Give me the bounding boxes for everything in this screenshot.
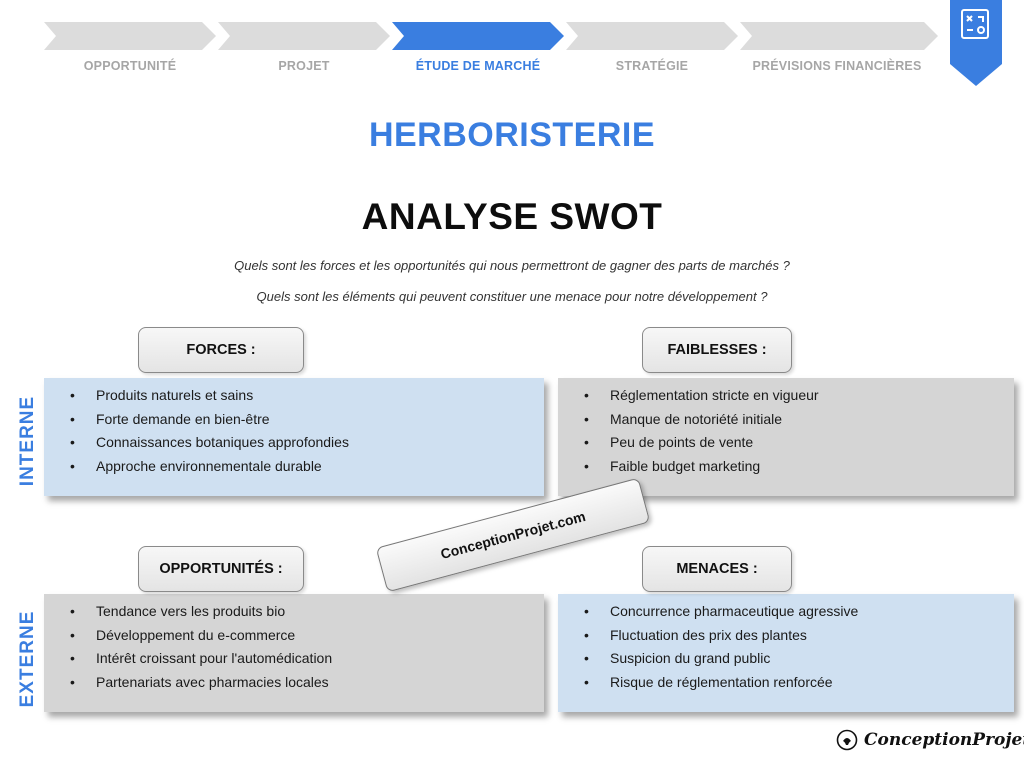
strategy-board-icon — [961, 9, 989, 39]
question-1: Quels sont les forces et les opportunité… — [234, 258, 790, 273]
step-chevron-4 — [566, 22, 738, 50]
list-item: Tendance vers les produits bio — [66, 600, 544, 624]
page-title: HERBORISTERIE — [368, 116, 656, 154]
progress-steps — [44, 22, 944, 50]
list-item: Développement du e-commerce — [66, 624, 544, 648]
step-label-opportunite[interactable]: OPPORTUNITÉ — [83, 59, 177, 73]
list-item: Connaissances botaniques approfondies — [66, 431, 544, 455]
forces-list: Produits naturels et sains Forte demande… — [66, 384, 544, 478]
forces-box: Produits naturels et sains Forte demande… — [44, 378, 544, 496]
faiblesses-box: Réglementation stricte en vigueur Manque… — [558, 378, 1014, 496]
list-item: Fluctuation des prix des plantes — [580, 624, 1014, 648]
list-item: Manque de notoriété initiale — [580, 408, 1014, 432]
list-item: Produits naturels et sains — [66, 384, 544, 408]
step-label-strategie[interactable]: STRATÉGIE — [615, 59, 689, 73]
step-label-projet[interactable]: PROJET — [278, 59, 330, 73]
progress-chevrons — [44, 22, 938, 50]
list-item: Risque de réglementation renforcée — [580, 671, 1014, 695]
faiblesses-list: Réglementation stricte en vigueur Manque… — [580, 384, 1014, 478]
side-label-external: EXTERNE — [17, 610, 38, 708]
list-item: Réglementation stricte en vigueur — [580, 384, 1014, 408]
list-item: Faible budget marketing — [580, 455, 1014, 479]
menaces-title: MENACES : — [642, 546, 792, 592]
opportunites-list: Tendance vers les produits bio Développe… — [66, 600, 544, 694]
list-item: Suspicion du grand public — [580, 647, 1014, 671]
forces-title: FORCES : — [138, 327, 304, 373]
corner-badge — [950, 0, 1002, 86]
list-item: Partenariats avec pharmacies locales — [66, 671, 544, 695]
step-chevron-5 — [740, 22, 938, 50]
opportunites-box: Tendance vers les produits bio Développe… — [44, 594, 544, 712]
step-chevron-3 — [392, 22, 564, 50]
question-2: Quels sont les éléments qui peuvent cons… — [256, 289, 768, 304]
brand-name: ConceptionProjet — [864, 730, 1024, 750]
opportunites-title: OPPORTUNITÉS : — [138, 546, 304, 592]
brand-logo: ConceptionProjet — [836, 725, 1024, 755]
step-label-etude-de-marche[interactable]: ÉTUDE DE MARCHÉ — [415, 59, 541, 73]
list-item: Forte demande en bien-être — [66, 408, 544, 432]
menaces-list: Concurrence pharmaceutique agressive Flu… — [580, 600, 1014, 694]
step-chevron-2 — [218, 22, 390, 50]
list-item: Peu de points de vente — [580, 431, 1014, 455]
faiblesses-title: FAIBLESSES : — [642, 327, 792, 373]
lightbulb-logo-icon — [836, 729, 858, 751]
step-label-previsions-financieres[interactable]: PRÉVISIONS FINANCIÈRES — [752, 59, 922, 73]
list-item: Intérêt croissant pour l'automédication — [66, 647, 544, 671]
menaces-box: Concurrence pharmaceutique agressive Flu… — [558, 594, 1014, 712]
side-label-internal: INTERNE — [17, 395, 38, 487]
list-item: Concurrence pharmaceutique agressive — [580, 600, 1014, 624]
list-item: Approche environnementale durable — [66, 455, 544, 479]
page-subtitle: ANALYSE SWOT — [361, 196, 663, 237]
step-chevron-1 — [44, 22, 216, 50]
